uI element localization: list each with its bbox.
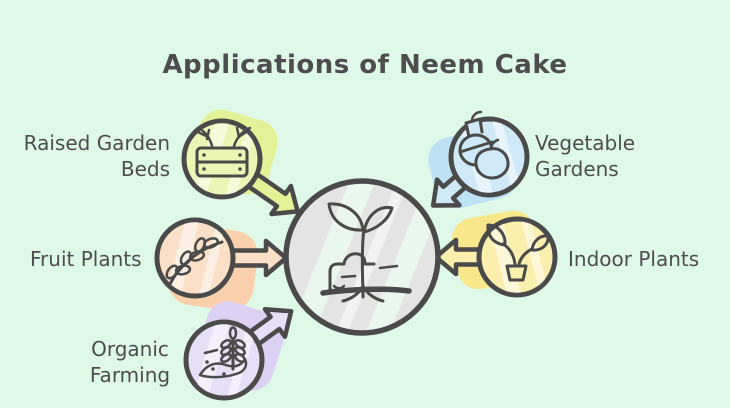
- label-line: Fruit Plants: [30, 247, 142, 271]
- raised-garden-bed-icon: [195, 126, 252, 178]
- vegetables-icon: [458, 110, 510, 180]
- seedling-in-soil-icon: [320, 202, 412, 303]
- node-fruit-plants: [154, 217, 236, 299]
- node-indoor-plants: [476, 216, 558, 298]
- label-line: Raised Garden: [23, 131, 170, 155]
- center-node: [283, 178, 441, 336]
- node-label-fruit-plants: Fruit Plants: [30, 246, 142, 272]
- label-line: Farming: [89, 363, 171, 387]
- label-line: Indoor Plants: [568, 247, 700, 271]
- potted-plant-icon: [486, 223, 550, 282]
- label-line: Beds: [120, 157, 170, 181]
- node-label-raised-garden-beds: Raised Garden Beds: [24, 130, 170, 182]
- node-raised-garden-beds: [181, 118, 263, 200]
- node-vegetable-gardens: [448, 110, 530, 198]
- node-label-organic-farming: Organic Farming: [78, 336, 182, 388]
- page-title: Applications of Neem Cake: [162, 50, 568, 80]
- label-line: Vegetable: [535, 131, 636, 155]
- node-organic-farming: [183, 319, 265, 401]
- wheat-and-soil-icon: [198, 326, 248, 379]
- node-label-indoor-plants: Indoor Plants: [568, 246, 699, 272]
- fruit-branch-icon: [165, 237, 224, 286]
- label-line: Organic: [91, 337, 169, 361]
- node-label-vegetable-gardens: Vegetable Gardens: [535, 130, 635, 182]
- label-line: Gardens: [535, 157, 619, 181]
